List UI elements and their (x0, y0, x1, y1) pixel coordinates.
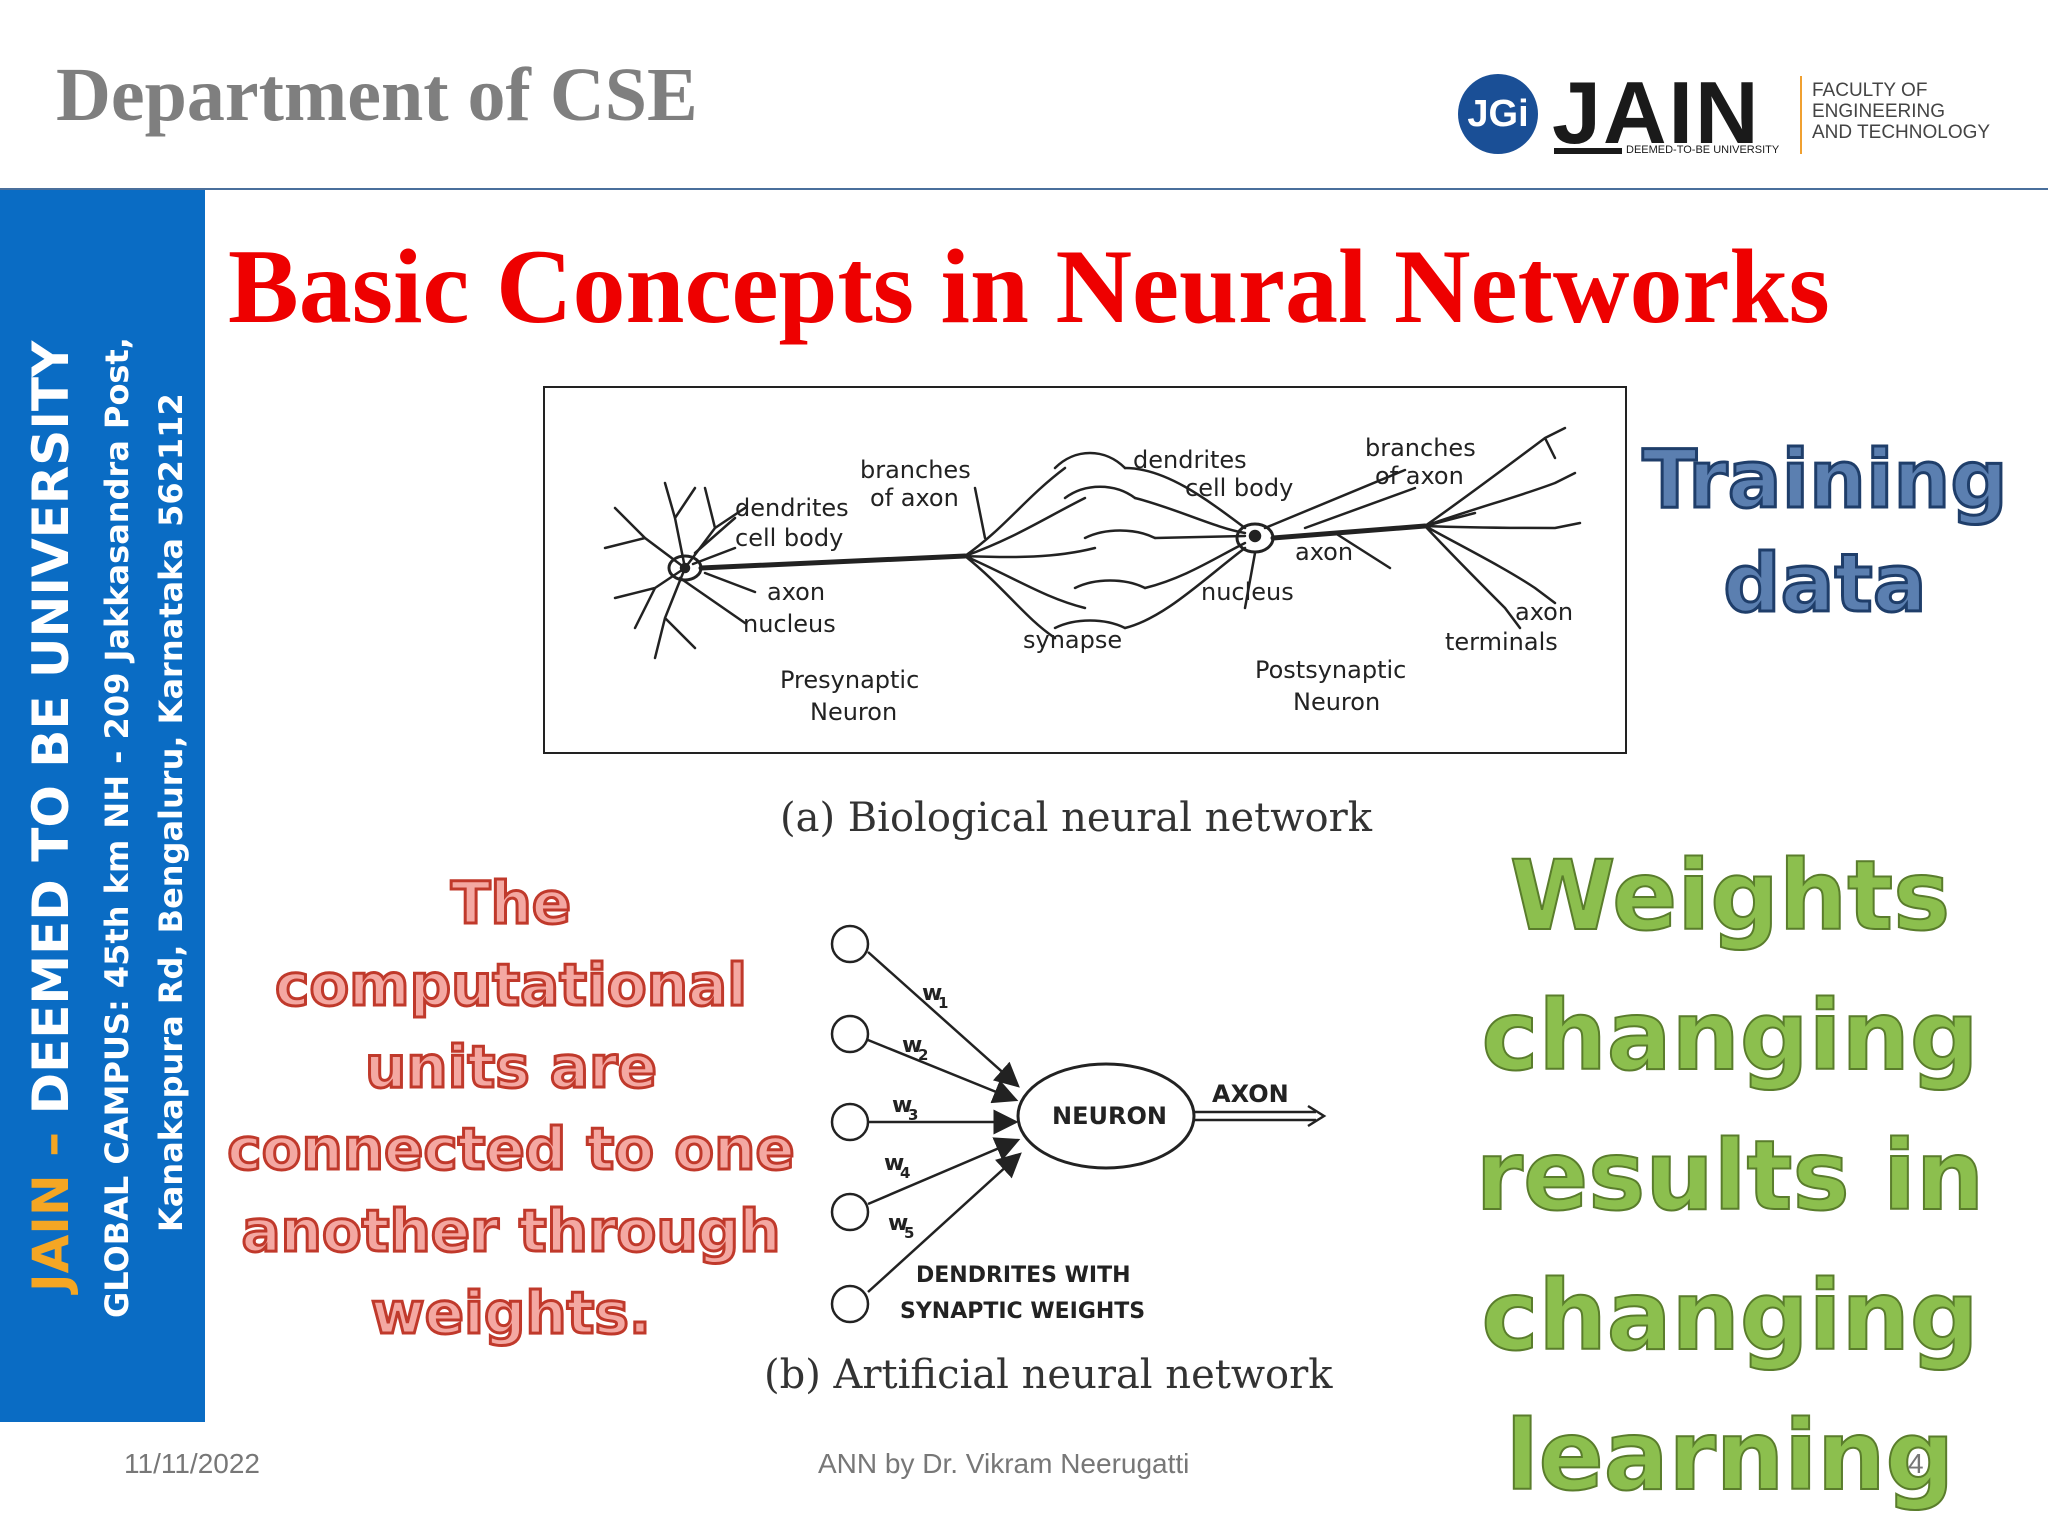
ann-figure-caption: (b) Artificial neural network (764, 1352, 1333, 1398)
slide-header: Department of CSE JGi JAIN DEEMED-TO-BE … (0, 0, 2048, 190)
deemed-university-text: DEEMED-TO-BE UNIVERSITY (1626, 144, 1780, 156)
weights-changing-callout: Weights changing results in changing lea… (1460, 826, 2000, 1526)
slide-title: Basic Concepts in Neural Networks (228, 228, 1830, 345)
input-node (830, 1102, 870, 1142)
bio-label: cell body (1185, 474, 1293, 502)
bio-label: nucleus (743, 610, 836, 638)
faculty-line: ENGINEERING (1812, 101, 1946, 122)
callout-line: changing (1480, 979, 1979, 1093)
logo-bar (1554, 148, 1622, 154)
neuron-label: NEURON (1052, 1102, 1167, 1130)
biological-neuron-diagram: dendrites cell body branches of axon axo… (603, 426, 1582, 726)
callout-line: changing (1480, 1259, 1979, 1373)
bio-label: Postsynaptic (1255, 656, 1406, 684)
bio-label: synapse (1023, 626, 1122, 654)
callout-line: another through (240, 1196, 782, 1267)
weight-subscript: 3 (908, 1106, 918, 1124)
faculty-text: FACULTY OF ENGINEERING AND TECHNOLOGY (1812, 80, 2012, 143)
bio-label: of axon (870, 484, 959, 512)
weight-label: w (902, 1033, 922, 1058)
weight-label: w (922, 981, 942, 1006)
axon-label: AXON (1212, 1080, 1289, 1108)
weight-label: w (888, 1211, 908, 1236)
computational-units-callout: The computational units are connected to… (216, 862, 806, 1354)
footer-date: 11/11/2022 (124, 1448, 260, 1479)
bio-label: dendrites (1133, 446, 1247, 474)
weight-subscript: 4 (900, 1164, 910, 1182)
callout-line: learning (1505, 1399, 1955, 1513)
bio-label: branches (1365, 434, 1476, 462)
university-logo: JGi JAIN DEEMED-TO-BE UNIVERSITY FACULTY… (1458, 63, 1998, 162)
bio-label: Presynaptic (780, 666, 919, 694)
input-node (830, 1192, 870, 1232)
dendrites-label: SYNAPTIC WEIGHTS (900, 1299, 1145, 1324)
faculty-line: FACULTY OF (1812, 80, 1928, 101)
biological-network-figure: dendrites cell body branches of axon axo… (543, 386, 1627, 754)
neuron-node (1016, 1062, 1196, 1170)
bio-label: axon (1295, 538, 1353, 566)
input-node (830, 1014, 870, 1054)
university-name-vertical: JAIN – DEEMED TO BE UNIVERSITY (22, 341, 80, 1292)
bio-label: cell body (735, 524, 843, 552)
bio-figure-caption: (a) Biological neural network (780, 795, 1372, 841)
callout-line: weights. (370, 1278, 653, 1349)
callout-line: results in (1475, 1119, 1986, 1233)
bio-label: Neuron (1293, 688, 1380, 716)
input-node (830, 924, 870, 964)
faculty-line: AND TECHNOLOGY (1812, 122, 1991, 143)
bio-label: of axon (1375, 462, 1464, 490)
weight-label: w (884, 1151, 904, 1176)
weight-subscript: 5 (904, 1224, 914, 1242)
campus-address-line2: Kanakapura Rd, Bengaluru, Karnataka 5621… (152, 393, 190, 1232)
bio-label: terminals (1445, 628, 1558, 656)
bio-label: axon (1515, 598, 1573, 626)
bio-label: branches (860, 456, 971, 484)
jgi-logo-badge: JGi (1458, 74, 1538, 154)
dendrites-label: DENDRITES WITH (916, 1263, 1131, 1288)
callout-line: The (449, 868, 572, 939)
callout-line: Weights (1509, 839, 1952, 953)
footer-author: ANN by Dr. Vikram Neerugatti (818, 1448, 1190, 1479)
jain-logo-text: JAIN (1552, 63, 1761, 162)
callout-line: connected to one (226, 1114, 797, 1185)
logo-divider (1800, 76, 1802, 154)
callout-line: data (1722, 536, 1928, 632)
artificial-neuron-diagram: w 1 w 2 w 3 w 4 w 5 NEURON AXON DENDRITE… (830, 924, 1327, 1324)
bio-label: Neuron (810, 698, 897, 726)
university-name-white: DEEMED TO BE UNIVERSITY (22, 340, 80, 1115)
bio-label: nucleus (1201, 578, 1294, 606)
weight-subscript: 2 (918, 1046, 928, 1064)
university-sidebar (0, 190, 205, 1422)
callout-line: units are (364, 1032, 659, 1103)
callout-line: Training (1641, 432, 2009, 528)
training-data-callout: Training data (1640, 428, 2010, 636)
department-title: Department of CSE (56, 53, 698, 137)
university-name-gold: JAIN – (22, 1114, 80, 1292)
weight-subscript: 1 (938, 994, 948, 1012)
callout-line: computational (273, 950, 748, 1021)
input-node (830, 1284, 870, 1324)
weight-label: w (892, 1093, 912, 1118)
bio-label: dendrites (735, 494, 849, 522)
bio-label: axon (767, 578, 825, 606)
campus-address-line1: GLOBAL CAMPUS: 45th km NH - 209 Jakkasan… (98, 337, 136, 1318)
slide-number: 4 (1908, 1448, 1924, 1479)
